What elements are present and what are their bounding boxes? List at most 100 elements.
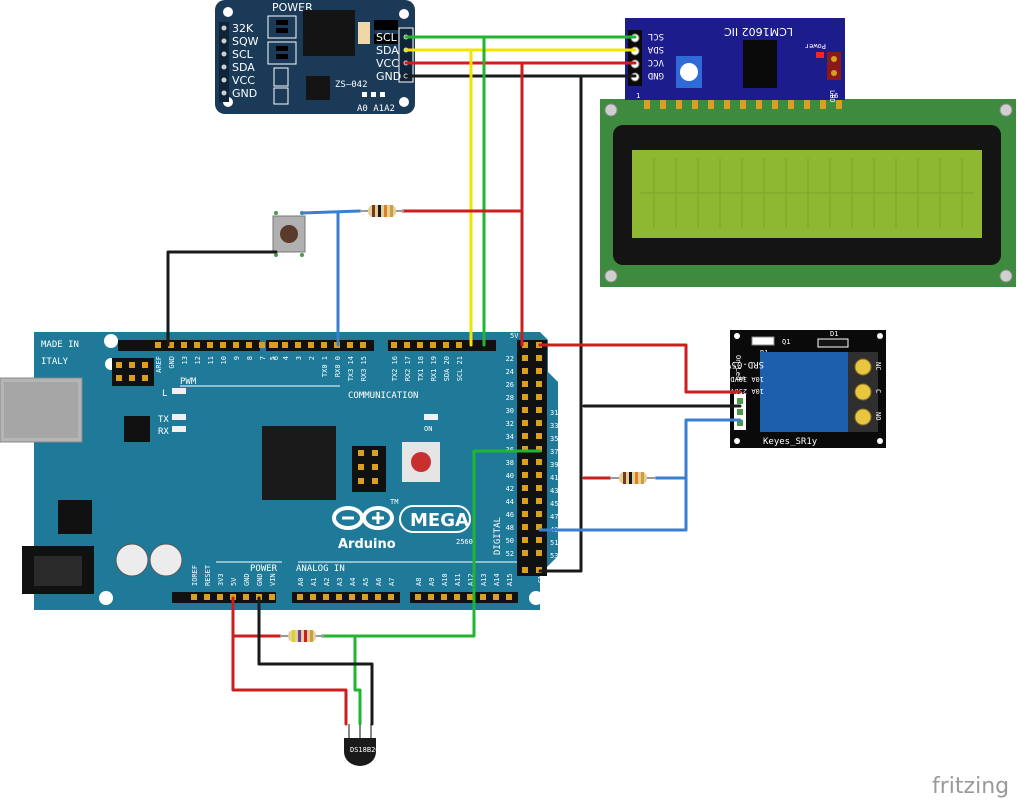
- digital-header-pin[interactable]: [522, 472, 528, 478]
- analog-header-pin[interactable]: [297, 594, 303, 600]
- rtc-left-pin[interactable]: [221, 38, 227, 44]
- reset-button-cap[interactable]: [411, 452, 431, 472]
- digital-header-pin[interactable]: [536, 524, 542, 530]
- digital-header-pin[interactable]: [522, 524, 528, 530]
- digital-header-pin[interactable]: [536, 368, 542, 374]
- digital-header-pin[interactable]: [522, 381, 528, 387]
- analog-header-pin[interactable]: [415, 594, 421, 600]
- analog-header-pin[interactable]: [441, 594, 447, 600]
- power-header-pin[interactable]: [217, 594, 223, 600]
- header-pin[interactable]: [207, 342, 213, 348]
- i2c-led-jumper[interactable]: [827, 52, 841, 80]
- atmega-chip: [262, 426, 336, 500]
- header-pin[interactable]: [417, 342, 423, 348]
- wire-blue: [538, 418, 742, 532]
- digital-header-pin[interactable]: [536, 446, 542, 452]
- header-pin[interactable]: [295, 342, 301, 348]
- analog-header-pin[interactable]: [323, 594, 329, 600]
- digital-header-pin[interactable]: [536, 459, 542, 465]
- digital-header-pin[interactable]: [536, 381, 542, 387]
- header-pin[interactable]: [181, 342, 187, 348]
- digital-header-pin[interactable]: [536, 511, 542, 517]
- analog-header-pin[interactable]: [336, 594, 342, 600]
- digital-header-pin[interactable]: [522, 485, 528, 491]
- analog-header-pin[interactable]: [493, 594, 499, 600]
- rtc-left-pin[interactable]: [221, 90, 227, 96]
- digital-header-pin[interactable]: [522, 537, 528, 543]
- header-pin[interactable]: [155, 342, 161, 348]
- digital-header-pin[interactable]: [536, 407, 542, 413]
- digital-header-pin[interactable]: [522, 511, 528, 517]
- digital-header-pin[interactable]: [536, 498, 542, 504]
- rtc-left-pin[interactable]: [221, 64, 227, 70]
- analog-header-pin[interactable]: [428, 594, 434, 600]
- relay-terminal-screw[interactable]: [854, 408, 872, 426]
- relay-pin[interactable]: [737, 409, 743, 415]
- analog-header-pin[interactable]: [454, 594, 460, 600]
- digital-header-pin[interactable]: [522, 420, 528, 426]
- header-pin[interactable]: [430, 342, 436, 348]
- analog-header-pin[interactable]: [375, 594, 381, 600]
- header-pin-label: 12: [194, 356, 202, 364]
- digital-header-pin[interactable]: [536, 537, 542, 543]
- power-header-label: 5V: [230, 577, 238, 586]
- digital-pin-label: 51: [550, 539, 558, 547]
- rtc-left-pin[interactable]: [221, 51, 227, 57]
- digital-header-pin[interactable]: [522, 407, 528, 413]
- digital-header-pin[interactable]: [536, 550, 542, 556]
- rtc-pin-label: SCL: [232, 48, 254, 61]
- digital-header-pin[interactable]: [522, 433, 528, 439]
- header-pin[interactable]: [194, 342, 200, 348]
- power-header-pin[interactable]: [243, 594, 249, 600]
- rtc-left-pin[interactable]: [221, 77, 227, 83]
- header-pin[interactable]: [282, 342, 288, 348]
- digital-header-pin[interactable]: [536, 355, 542, 361]
- header-pin[interactable]: [347, 342, 353, 348]
- header-pin[interactable]: [456, 342, 462, 348]
- header-pin[interactable]: [246, 342, 252, 348]
- relay-pin[interactable]: [737, 420, 743, 426]
- rtc-left-pin[interactable]: [221, 25, 227, 31]
- digital-header-pin[interactable]: [536, 472, 542, 478]
- digital-header-pin[interactable]: [522, 355, 528, 361]
- digital-pin-label: 48: [506, 524, 514, 532]
- header-pin[interactable]: [233, 342, 239, 348]
- digital-header-pin[interactable]: [536, 394, 542, 400]
- push-button-cap[interactable]: [280, 225, 298, 243]
- analog-header-pin[interactable]: [388, 594, 394, 600]
- digital-header-pin[interactable]: [536, 485, 542, 491]
- analog-header-pin[interactable]: [467, 594, 473, 600]
- header-pin[interactable]: [259, 342, 265, 348]
- header-pin[interactable]: [308, 342, 314, 348]
- digital-header-pin[interactable]: [522, 459, 528, 465]
- header-pin[interactable]: [404, 342, 410, 348]
- header-pin[interactable]: [360, 342, 366, 348]
- power-header-pin[interactable]: [269, 594, 275, 600]
- digital-header-pin[interactable]: [536, 420, 542, 426]
- digital-header-pin[interactable]: [522, 550, 528, 556]
- power-header-pin[interactable]: [191, 594, 197, 600]
- digital-header-pin[interactable]: [522, 368, 528, 374]
- header-pin[interactable]: [269, 342, 275, 348]
- i2c-pot-knob[interactable]: [680, 63, 698, 81]
- digital-header-pin[interactable]: [522, 498, 528, 504]
- analog-header-pin[interactable]: [506, 594, 512, 600]
- relay-terminal-screw[interactable]: [854, 383, 872, 401]
- header-pin[interactable]: [321, 342, 327, 348]
- power-header-pin[interactable]: [204, 594, 210, 600]
- analog-header-pin[interactable]: [480, 594, 486, 600]
- digital-header-pin[interactable]: [536, 433, 542, 439]
- header-pin[interactable]: [168, 342, 174, 348]
- digital-header-pin[interactable]: [522, 394, 528, 400]
- header-pin[interactable]: [391, 342, 397, 348]
- relay-r1: [751, 336, 775, 346]
- analog-header-pin[interactable]: [310, 594, 316, 600]
- power-header-label: VIN: [269, 573, 277, 586]
- analog-header-pin[interactable]: [349, 594, 355, 600]
- digital-header-pin[interactable]: [522, 446, 528, 452]
- analog-header-pin[interactable]: [362, 594, 368, 600]
- header-pin[interactable]: [220, 342, 226, 348]
- relay-pin[interactable]: [737, 398, 743, 404]
- relay-terminal-screw[interactable]: [854, 358, 872, 376]
- header-pin[interactable]: [443, 342, 449, 348]
